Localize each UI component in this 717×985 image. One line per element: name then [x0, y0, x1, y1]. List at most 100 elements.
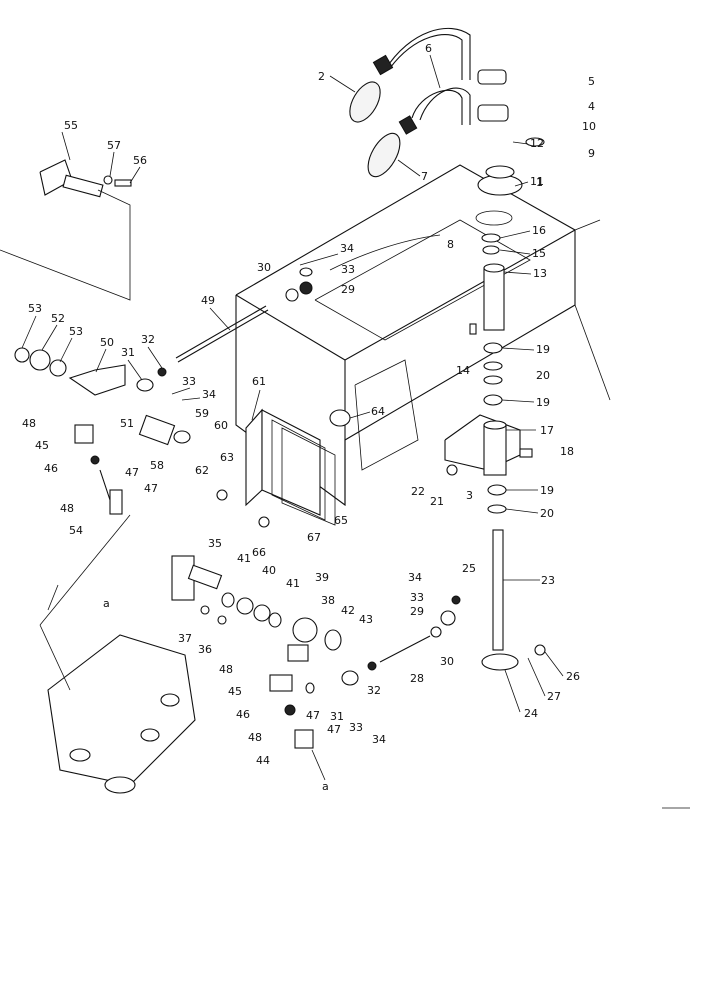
callout-32a: 32 — [141, 333, 155, 346]
callout-33c: 33 — [410, 591, 424, 604]
callout-28: 28 — [410, 672, 424, 685]
callout-33d: 33 — [349, 721, 363, 734]
callout-21: 21 — [430, 495, 444, 508]
bracket-55 — [0, 159, 132, 301]
lower-lever-assembly — [171, 555, 461, 749]
callout-63: 63 — [220, 451, 234, 464]
callout-29b: 29 — [410, 605, 424, 618]
callout-26: 26 — [566, 670, 580, 683]
cover-plates — [216, 408, 336, 528]
callout-18: 18 — [560, 445, 574, 458]
callout-53a: 53 — [28, 302, 42, 315]
callout-32b: 32 — [367, 684, 381, 697]
callout-1: 1 — [536, 176, 543, 189]
callout-2: 2 — [318, 70, 325, 83]
callout-41a: 41 — [237, 552, 251, 565]
callout-a2: a — [322, 780, 329, 793]
callout-52: 52 — [51, 312, 65, 325]
callout-27: 27 — [547, 690, 561, 703]
callout-8: 8 — [447, 238, 454, 251]
control-valve — [39, 514, 196, 794]
callout-30a: 30 — [257, 261, 271, 274]
callout-19b: 19 — [536, 396, 550, 409]
callout-20a: 20 — [536, 369, 550, 382]
link-rod-assembly — [14, 267, 351, 515]
callout-24: 24 — [524, 707, 538, 720]
callout-9: 9 — [588, 147, 595, 160]
callout-64: 64 — [371, 405, 385, 418]
callout-47a: 47 — [125, 466, 139, 479]
callout-6: 6 — [425, 42, 432, 55]
callout-34c: 34 — [408, 571, 422, 584]
callout-34a: 34 — [340, 242, 354, 255]
callout-12: 12 — [530, 137, 544, 150]
callout-48d: 48 — [248, 731, 262, 744]
callout-56: 56 — [133, 154, 147, 167]
callout-48c: 48 — [219, 663, 233, 676]
callout-29a: 29 — [341, 283, 355, 296]
callout-62: 62 — [195, 464, 209, 477]
callout-3: 3 — [466, 489, 473, 502]
callout-31a: 31 — [121, 346, 135, 359]
callout-35: 35 — [208, 537, 222, 550]
callout-labels: 1 2 3 4 5 6 7 8 9 10 11 12 13 14 15 16 1… — [22, 42, 596, 793]
callout-25: 25 — [462, 562, 476, 575]
callout-39: 39 — [315, 571, 329, 584]
callout-48b: 48 — [60, 502, 74, 515]
callout-66: 66 — [252, 546, 266, 559]
callout-47d: 47 — [327, 723, 341, 736]
callout-30b: 30 — [440, 655, 454, 668]
callout-7: 7 — [421, 170, 428, 183]
callout-13: 13 — [533, 267, 547, 280]
callout-5: 5 — [588, 75, 595, 88]
callout-33b: 33 — [182, 375, 196, 388]
callout-45b: 45 — [228, 685, 242, 698]
shaft-assembly — [444, 233, 546, 671]
callout-19a: 19 — [536, 343, 550, 356]
lever-assembly — [349, 27, 545, 196]
callout-15: 15 — [532, 247, 546, 260]
callout-34b: 34 — [202, 388, 216, 401]
callout-59: 59 — [195, 407, 209, 420]
callout-37: 37 — [178, 632, 192, 645]
callout-a1: a — [103, 597, 110, 610]
callout-47b: 47 — [144, 482, 158, 495]
callout-14: 14 — [456, 364, 470, 377]
callout-49: 49 — [201, 294, 215, 307]
callout-61: 61 — [252, 375, 266, 388]
callout-40: 40 — [262, 564, 276, 577]
callout-10: 10 — [582, 120, 596, 133]
callout-20b: 20 — [540, 507, 554, 520]
callout-34d: 34 — [372, 733, 386, 746]
callout-17: 17 — [540, 424, 554, 437]
callout-45a: 45 — [35, 439, 49, 452]
callout-53b: 53 — [69, 325, 83, 338]
callout-4: 4 — [588, 100, 595, 113]
callout-19c: 19 — [540, 484, 554, 497]
callout-23: 23 — [541, 574, 555, 587]
callout-36: 36 — [198, 643, 212, 656]
callout-67: 67 — [307, 531, 321, 544]
callout-47c: 47 — [306, 709, 320, 722]
callout-58: 58 — [150, 459, 164, 472]
callout-54: 54 — [69, 524, 83, 537]
callout-41b: 41 — [286, 577, 300, 590]
callout-46a: 46 — [44, 462, 58, 475]
callout-55: 55 — [64, 119, 78, 132]
callout-16: 16 — [532, 224, 546, 237]
callout-42: 42 — [341, 604, 355, 617]
callout-51: 51 — [120, 417, 134, 430]
callout-22: 22 — [411, 485, 425, 498]
callout-38: 38 — [321, 594, 335, 607]
callout-31b: 31 — [330, 710, 344, 723]
callout-60: 60 — [214, 419, 228, 432]
callout-33a: 33 — [341, 263, 355, 276]
callout-44: 44 — [256, 754, 270, 767]
callout-48a: 48 — [22, 417, 36, 430]
callout-57: 57 — [107, 139, 121, 152]
callout-11: 11 — [530, 175, 544, 188]
callout-65: 65 — [334, 514, 348, 527]
callout-46b: 46 — [236, 708, 250, 721]
callout-50: 50 — [100, 336, 114, 349]
